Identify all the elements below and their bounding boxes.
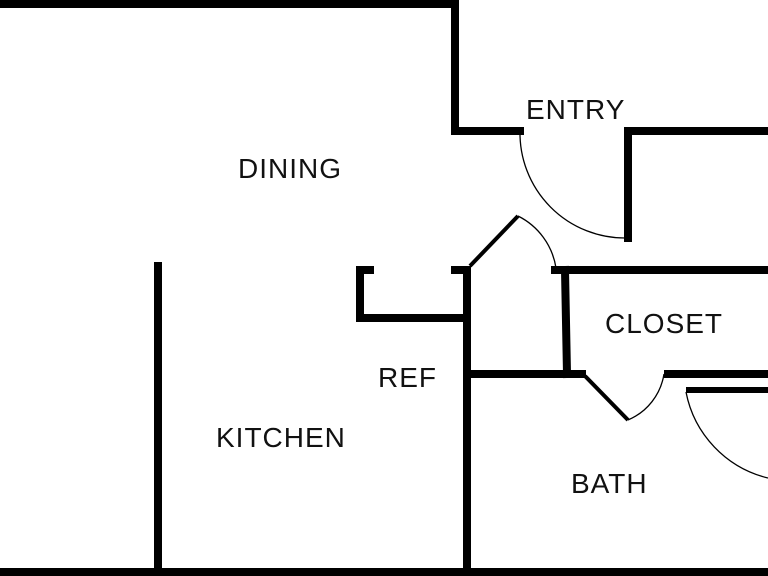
bath-door-swing-arc	[627, 373, 665, 421]
bath-door	[583, 373, 665, 422]
bath-fixture	[685, 391, 768, 479]
hall-door-leaf	[468, 214, 520, 268]
entry-right-wall	[624, 127, 768, 242]
entry-door	[519, 130, 627, 239]
entry-door-swing-arc	[519, 130, 627, 239]
label-closet: CLOSET	[605, 308, 723, 339]
hall-door-swing-arc	[517, 215, 557, 269]
room-labels: DINING ENTRY CLOSET REF KITCHEN BATH	[216, 94, 723, 499]
label-bath: BATH	[571, 468, 648, 499]
bath-door-leaf	[583, 374, 630, 422]
bath-fixture-arc	[685, 391, 768, 479]
label-kitchen: KITCHEN	[216, 422, 346, 453]
label-ref: REF	[378, 362, 437, 393]
top-left-wall	[0, 0, 524, 135]
ref-niche-wall	[356, 266, 467, 322]
label-dining: DINING	[238, 153, 342, 184]
closet-left-wall	[560, 265, 572, 379]
label-entry: ENTRY	[526, 94, 625, 125]
hall-door	[468, 214, 557, 269]
